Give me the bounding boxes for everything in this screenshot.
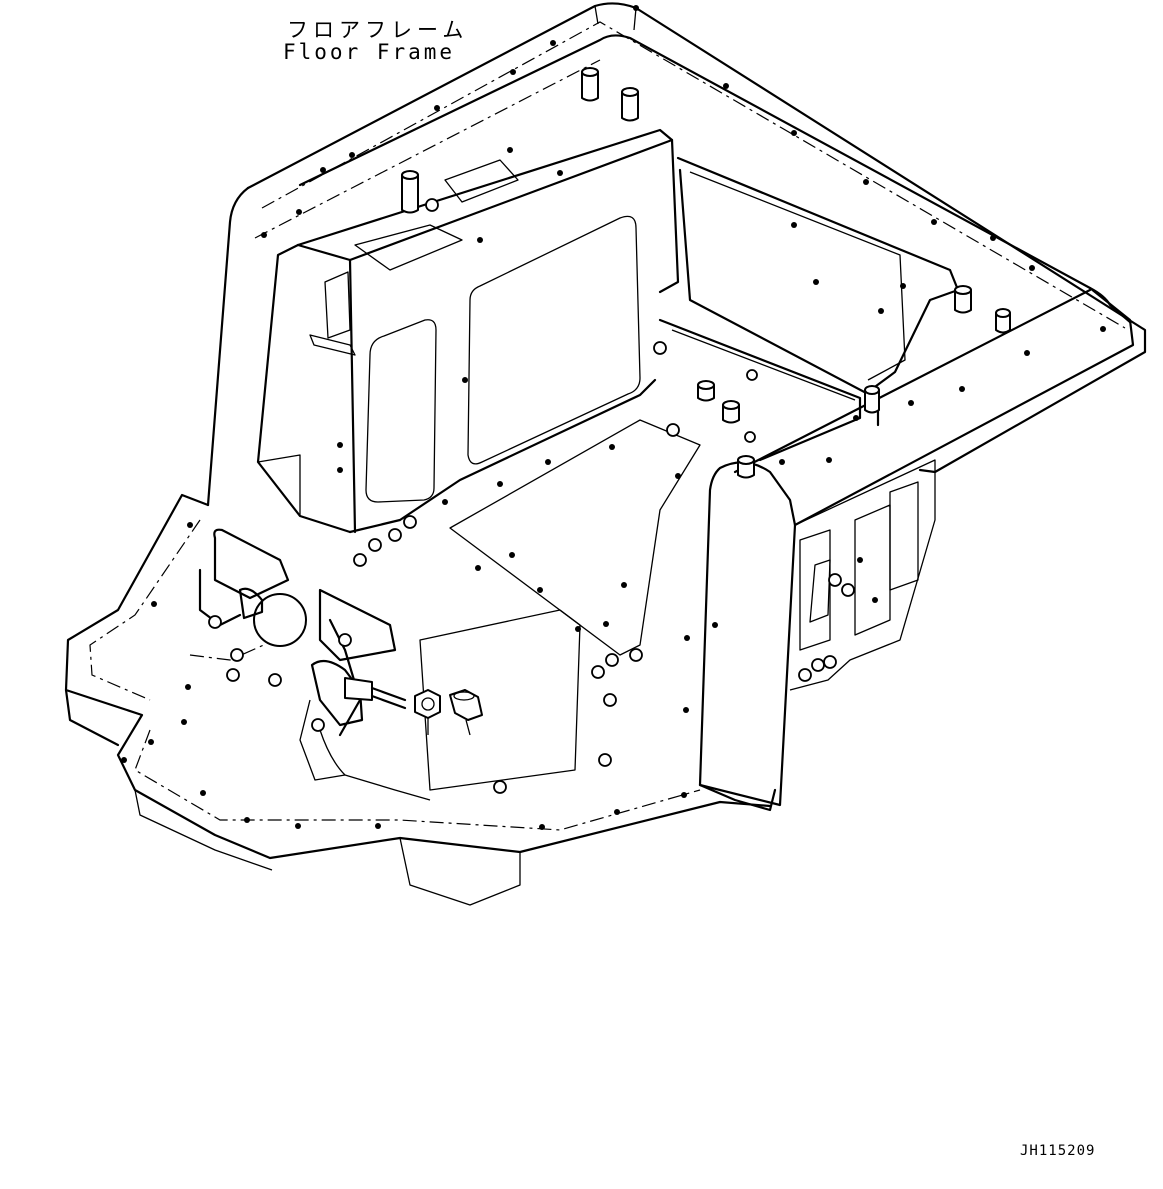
right-side-box [658, 156, 960, 462]
left-seat-box [256, 128, 680, 534]
title-japanese: フロアフレーム [287, 18, 469, 42]
floor-plate [64, 419, 772, 906]
rear-frame-outline [206, 2, 1147, 507]
title-english: Floor Frame [283, 40, 456, 64]
loose-parts [414, 689, 483, 736]
studs [401, 67, 1011, 479]
bolts [208, 198, 855, 794]
mounting-holes [121, 5, 1106, 830]
drawing-code: JH115209 [1020, 1143, 1096, 1159]
right-front-post [698, 286, 1135, 812]
valve-assembly [198, 528, 431, 801]
